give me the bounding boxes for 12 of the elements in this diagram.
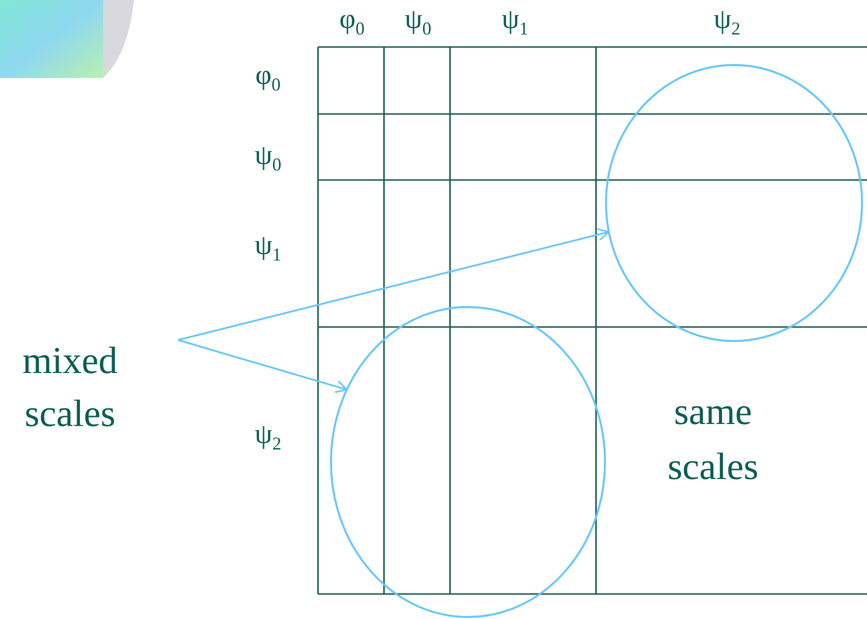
- node-text: mixed scales: [22, 338, 118, 437]
- arrow: [178, 339, 348, 394]
- column-header: ψ$_{0}$: [404, 6, 432, 38]
- row-header: ψ$_{1}$: [254, 232, 282, 264]
- row-header: ψ$_{0}$: [254, 142, 282, 174]
- cell-text: same scales: [666, 390, 760, 490]
- column-header: φ$_{0}$: [339, 6, 365, 38]
- column-header: ψ$_{2}$: [714, 6, 740, 38]
- column-header: ψ$_{1}$: [502, 6, 528, 38]
- arrow: [178, 228, 610, 341]
- row-header: ψ$_{2}$: [254, 421, 282, 453]
- row-header: φ$_{0}$: [255, 62, 281, 94]
